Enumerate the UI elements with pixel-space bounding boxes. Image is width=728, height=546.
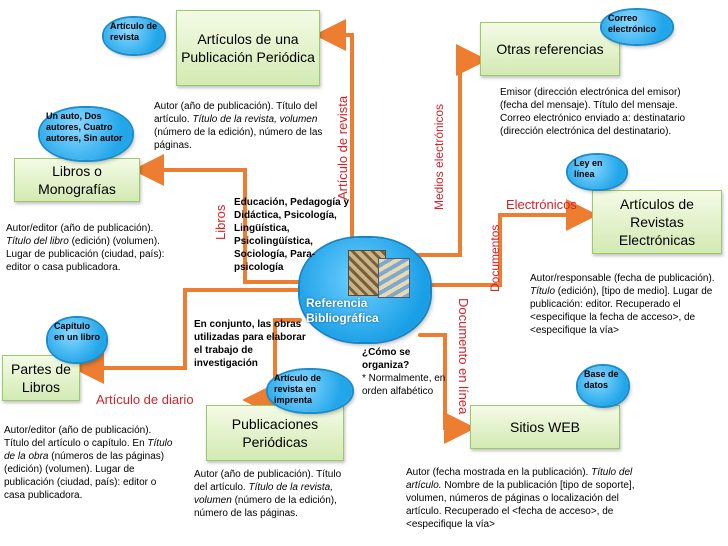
link-documento-linea [418,333,476,444]
link-medios [408,44,488,257]
link-articulo-diario [242,318,302,416]
book-image [378,258,410,298]
text-emisor: Emisor (dirección electrónica del emisor… [500,87,686,137]
text-organiza: ¿Cómo se organiza?* Normalmente, en orde… [362,347,446,397]
center-title: Referencia Bibliográfica [306,296,379,325]
link-articulo-revista [314,19,354,252]
label-medios: Medios electrónicos [432,103,446,210]
label-libros: Libros [213,204,228,240]
cloud-articulo-revista: Artículo de revista [104,18,164,54]
text-conjunto: En conjunto, las obras utilizadas para e… [194,319,306,369]
box-otras-referencias: Otras referencias [480,22,620,76]
box-sitios-web: Sitios WEB [470,405,620,449]
box-publicaciones-periodicas: Publicaciones Periódicas [206,405,344,461]
text-sitios-web: Autor (fecha mostrada en la publicación)… [406,467,635,530]
text-editor-libro: Autor/editor (año de publicación). Títul… [6,223,165,273]
link-partes-libros [72,288,307,384]
text-educacion: Educación, Pedagogía y Didáctica, Psicol… [234,197,350,273]
label-electronicos: Electrónicos [506,197,577,212]
text-responsable: Autor/responsable (fecha de publicación)… [530,273,715,336]
text-capitulo: Autor/editor (año de publicación). Títul… [4,425,173,501]
cloud-correo: Correo electrónico [602,10,672,44]
link-libros [132,154,302,284]
cloud-revista-imprenta: Artículo de revista en imprenta [268,370,352,412]
box-articulos-publicacion: Artículos de una Publicación Periódica [176,10,320,86]
cloud-autores: Un auto, Dos autores, Cuatro autores, Si… [40,108,132,160]
text-periodicas: Autor (año de publicación). Título del a… [194,469,342,519]
link-electronicos [428,199,598,287]
cloud-base: Base de datos [578,366,628,406]
label-documentos: Documentos [488,224,502,292]
cloud-capitulo: Capítulo en un libro [48,318,106,362]
box-libros: Libros o Monografías [14,158,140,202]
label-articulo-diario: Artículo de diario [96,392,194,407]
box-partes-libros: Partes de Libros [2,355,80,401]
cloud-ley: Ley en línea [568,155,626,189]
label-documento-linea: Documento en línea [456,298,471,415]
box-revistas-electronicas: Artículos de Revistas Electrónicas [592,190,722,254]
text-autor-articulo: Autor (año de publicación). Título del a… [154,101,323,151]
